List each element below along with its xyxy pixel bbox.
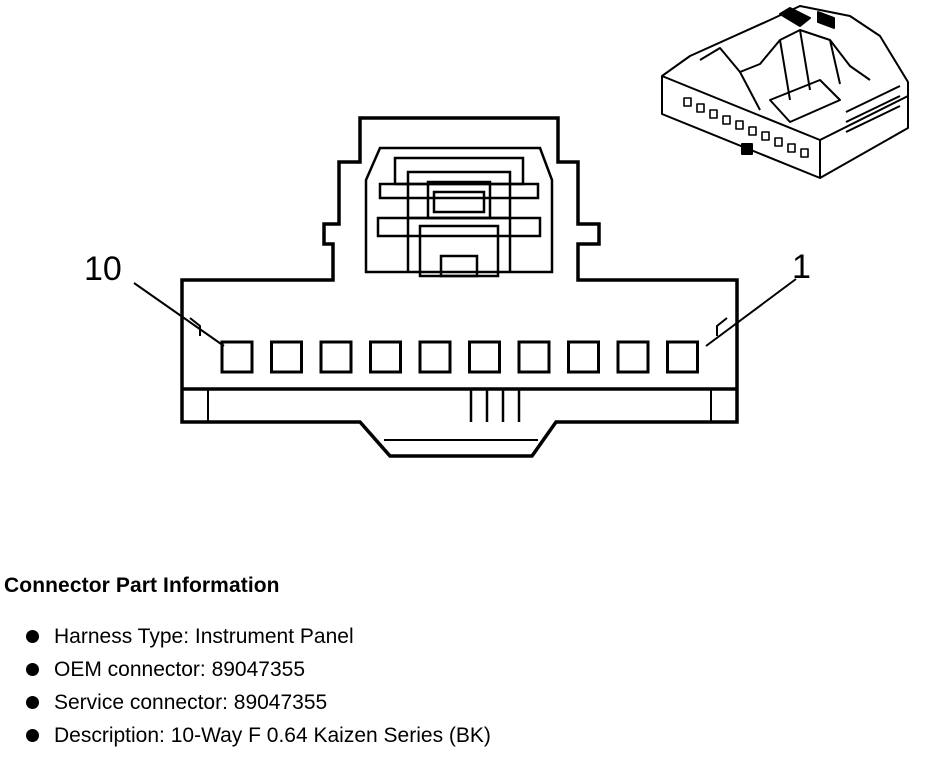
bullet-icon bbox=[26, 630, 39, 643]
item-label: Harness Type bbox=[54, 625, 184, 648]
connector-part-information: Connector Part Information Harness Type:… bbox=[4, 574, 904, 752]
terminal-cavity-3 bbox=[567, 340, 600, 374]
item-label: Service connector bbox=[54, 691, 223, 714]
bullet-icon bbox=[26, 663, 39, 676]
connector-body-outline bbox=[180, 116, 739, 458]
item-label: Description bbox=[54, 724, 160, 747]
pin-1-leader-line bbox=[705, 278, 797, 347]
terminal-cavity-10 bbox=[220, 340, 254, 374]
pin-1-label: 1 bbox=[792, 248, 811, 286]
pin-10-leader-line bbox=[133, 282, 225, 347]
terminal-cavity-4 bbox=[517, 340, 551, 374]
list-item: OEM connector: 89047355 bbox=[26, 653, 904, 686]
item-value: 89047355 bbox=[211, 658, 306, 681]
terminal-cavity-9 bbox=[270, 340, 303, 374]
bullet-icon bbox=[26, 729, 39, 742]
terminal-cavity-5 bbox=[468, 340, 501, 374]
connector-face-diagram: 10 1 bbox=[84, 5, 909, 458]
info-list: Harness Type: Instrument Panel OEM conne… bbox=[4, 620, 904, 752]
list-item: Service connector: 89047355 bbox=[26, 686, 904, 719]
terminal-cavity-1 bbox=[666, 340, 699, 374]
pin-10-label: 10 bbox=[84, 250, 122, 288]
item-value: 10-Way F 0.64 Kaizen Series (BK) bbox=[170, 724, 491, 747]
bullet-icon bbox=[26, 696, 39, 709]
item-value: Instrument Panel bbox=[194, 625, 354, 648]
terminal-cavity-6 bbox=[418, 340, 452, 374]
list-item: Description: 10-Way F 0.64 Kaizen Series… bbox=[26, 719, 904, 752]
item-label: OEM connector bbox=[54, 658, 200, 681]
list-item: Harness Type: Instrument Panel bbox=[26, 620, 904, 653]
terminal-cavity-7 bbox=[369, 340, 402, 374]
terminal-cavity-2 bbox=[616, 340, 650, 374]
terminal-cavity-8 bbox=[319, 340, 353, 374]
item-value: 89047355 bbox=[233, 691, 328, 714]
connector-isometric-icon bbox=[661, 5, 909, 179]
key-slots bbox=[469, 389, 521, 422]
terminal-cavities bbox=[220, 340, 699, 374]
locking-latch bbox=[364, 146, 554, 278]
section-title: Connector Part Information bbox=[4, 574, 280, 597]
